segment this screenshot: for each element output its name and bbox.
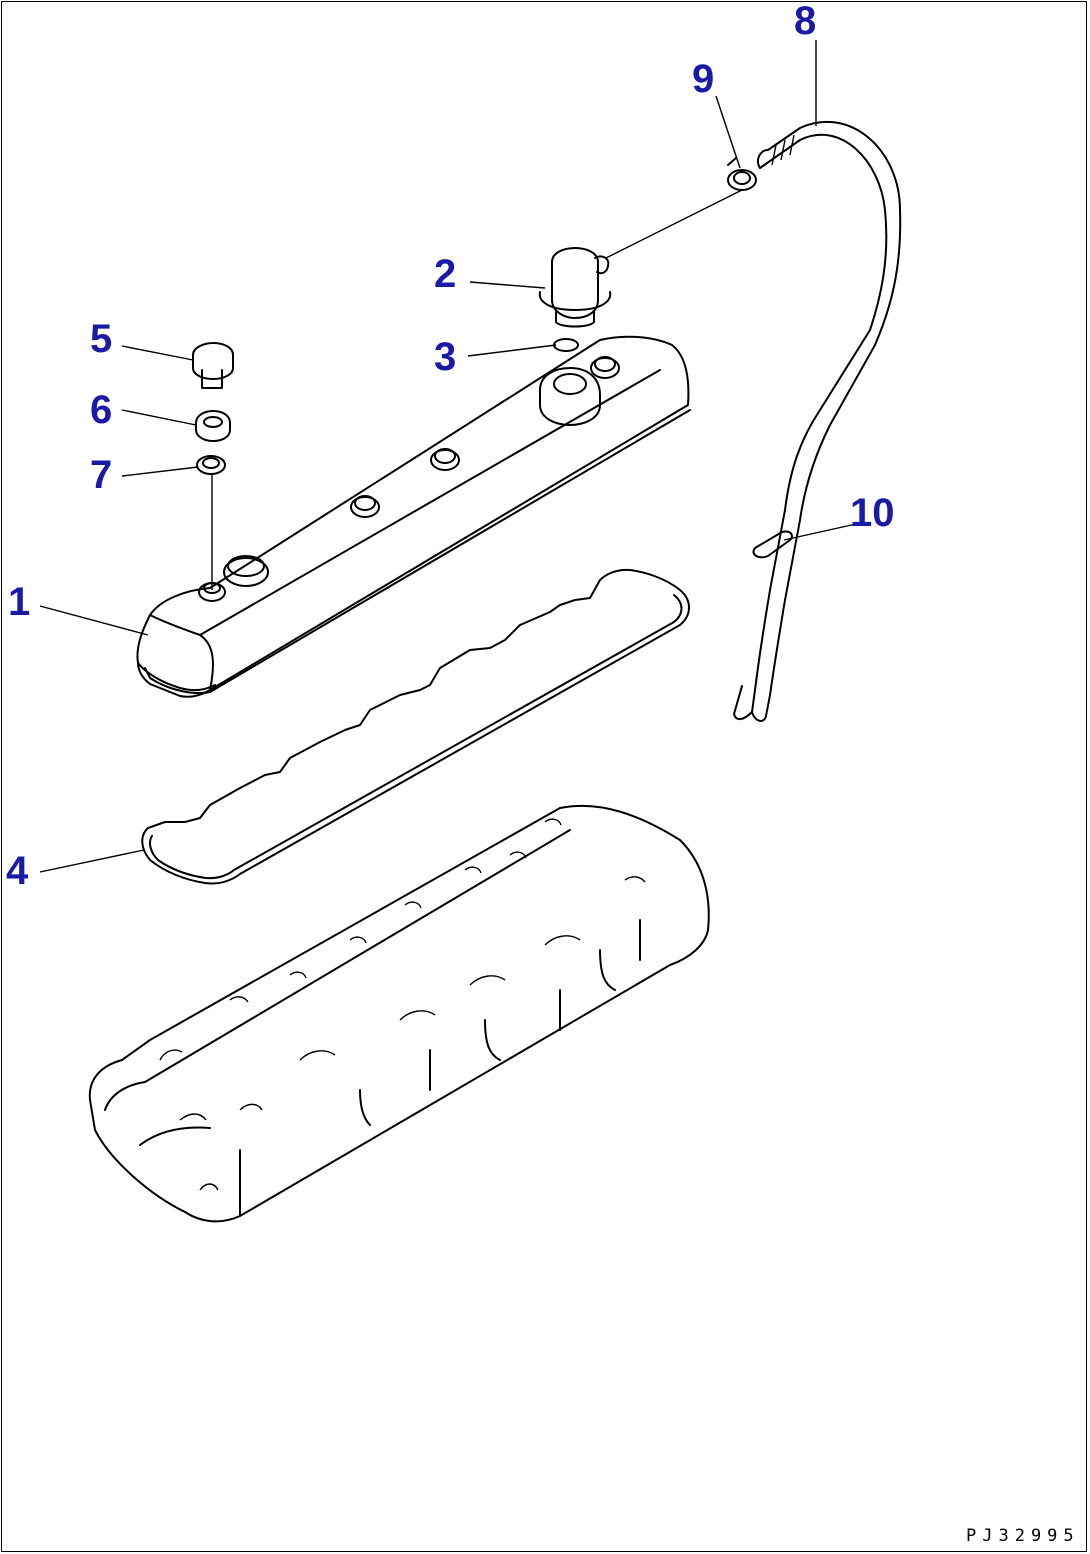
callout-6: 6 bbox=[90, 388, 112, 432]
callout-1: 1 bbox=[8, 580, 30, 624]
callout-10: 10 bbox=[850, 491, 895, 535]
gasket-outline bbox=[141, 568, 690, 885]
cylinder-head-outline bbox=[88, 804, 710, 1223]
callout-4: 4 bbox=[6, 849, 29, 893]
head-cover-outline bbox=[136, 335, 691, 698]
breather-hose bbox=[727, 121, 902, 722]
callout-7: 7 bbox=[90, 453, 112, 497]
callout-3: 3 bbox=[434, 335, 456, 379]
breather-part bbox=[538, 247, 612, 352]
callout-9: 9 bbox=[692, 57, 714, 101]
drawing-reference-code: PJ32995 bbox=[966, 1526, 1080, 1546]
leader-lines bbox=[39, 40, 857, 873]
callout-5: 5 bbox=[90, 317, 112, 361]
callout-8: 8 bbox=[794, 0, 816, 43]
bolt-stack bbox=[192, 342, 234, 475]
callout-2: 2 bbox=[434, 252, 456, 296]
